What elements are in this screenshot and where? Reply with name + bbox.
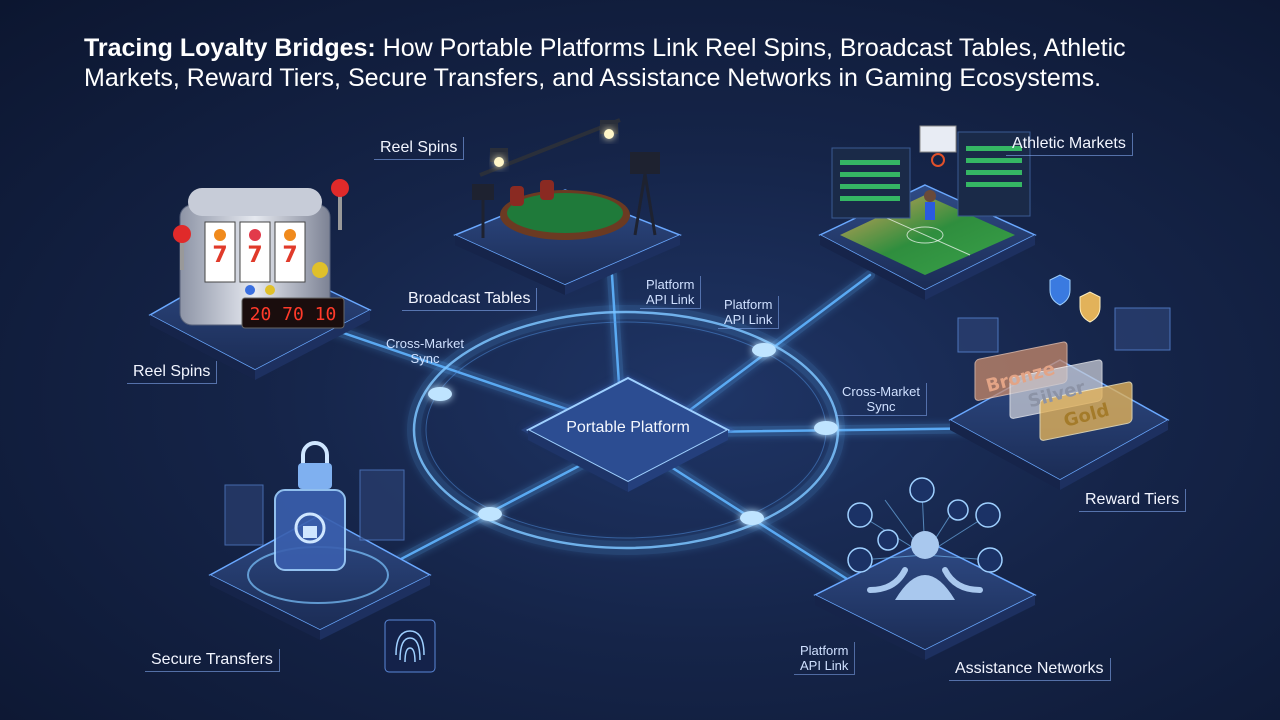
node-label-reel-spins-top: Reel Spins [374, 137, 465, 160]
connector-label-api-link-top-a: Platform API Link [640, 276, 702, 309]
connector-label-cross-market-left: Cross-Market Sync [386, 336, 464, 366]
node-label-reel-spins: Reel Spins [127, 361, 218, 384]
connector-line-1: Platform [646, 277, 695, 292]
node-label-secure-transfers: Secure Transfers [145, 649, 280, 672]
connector-label-api-link-top-b: Platform API Link [718, 296, 780, 329]
fingerprint-icon [384, 619, 436, 673]
athletic-markets-illustration [818, 125, 1037, 300]
connector-line-2: API Link [646, 292, 695, 307]
hub-platform [521, 375, 735, 492]
node-label-reward-tiers: Reward Tiers [1079, 489, 1187, 512]
connector-line-1: Cross-Market [842, 384, 921, 399]
connector-label-api-link-bottom: Platform API Link [794, 642, 856, 675]
reward-tiers-illustration [948, 274, 1171, 490]
slot-display: 20 70 10 [250, 304, 337, 325]
broadcast-table-illustration [453, 118, 682, 295]
secure-transfers-illustration [208, 441, 432, 640]
title-rest: How Portable Platforms Link Reel Spins, … [84, 34, 1126, 92]
connector-line-2: API Link [724, 312, 773, 327]
node-label-athletic-markets: Athletic Markets [1006, 133, 1133, 156]
assistance-networks-illustration [813, 477, 1037, 660]
connector-line-1: Cross-Market [386, 336, 465, 351]
svg-text:7: 7 [282, 243, 297, 268]
node-label-assistance-networks: Assistance Networks [949, 658, 1111, 681]
svg-text:7: 7 [247, 243, 262, 268]
connector-line-1: Platform [800, 643, 849, 658]
connector-line-2: Sync [866, 399, 896, 414]
central-ring [407, 305, 845, 555]
svg-text:7: 7 [212, 243, 227, 268]
slot-machine-illustration: 7 7 7 [148, 179, 372, 380]
connector-line-2: Sync [410, 351, 440, 366]
connector-line-1: Platform [724, 297, 773, 312]
hub-label: Portable Platform [566, 419, 690, 436]
connector-line-2: API Link [800, 658, 849, 673]
ring-nodes [428, 343, 838, 525]
page-title: Tracing Loyalty Bridges: How Portable Pl… [84, 33, 1214, 93]
node-label-broadcast-tables: Broadcast Tables [402, 288, 538, 311]
connector-label-cross-market-right: Cross-Market Sync [836, 383, 928, 416]
title-bold: Tracing Loyalty Bridges: [84, 34, 376, 62]
